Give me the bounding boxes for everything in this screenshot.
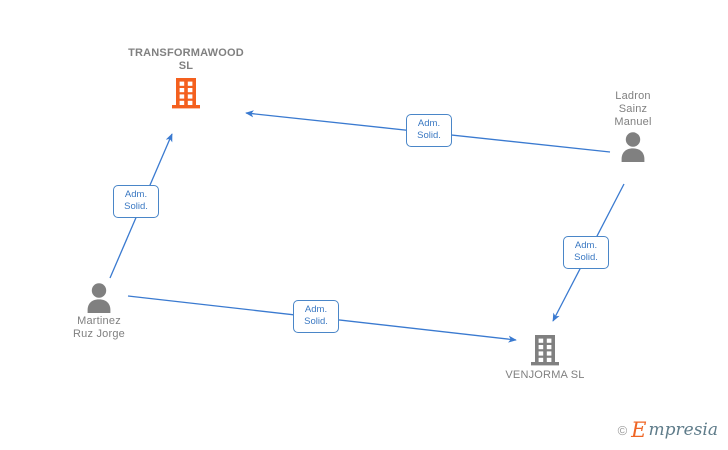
copyright-icon: © [617, 423, 628, 438]
building-icon [531, 335, 559, 366]
person-icon [621, 132, 645, 162]
edge-label-martinez-to-transformawood[interactable]: Adm. Solid. [113, 185, 159, 218]
building-icon [172, 78, 200, 109]
edge-label-martinez-to-venjorma[interactable]: Adm. Solid. [293, 300, 339, 333]
node-ladron-sainz-manuel[interactable]: Ladron Sainz Manuel [563, 90, 703, 162]
node-martinez-ruz-jorge[interactable]: Martinez Ruz Jorge [29, 280, 169, 341]
person-icon [87, 283, 111, 313]
node-venjorma[interactable]: VENJORMA SL [475, 330, 615, 382]
node-label-venjorma: VENJORMA SL [505, 369, 585, 381]
node-transformawood[interactable]: TRANSFORMAWOOD SL [116, 47, 256, 110]
node-label-transformawood: TRANSFORMAWOOD SL [128, 47, 244, 72]
empresia-watermark: © E mpresia [617, 418, 719, 442]
edge-label-ladron-to-venjorma[interactable]: Adm. Solid. [563, 236, 609, 269]
brand-name: mpresia [648, 420, 719, 440]
node-label-ladron-sainz-manuel: Ladron Sainz Manuel [614, 90, 652, 128]
brand-initial: E [631, 418, 647, 442]
edge-label-ladron-to-transformawood[interactable]: Adm. Solid. [406, 114, 452, 147]
node-label-martinez-ruz-jorge: Martinez Ruz Jorge [73, 315, 125, 340]
